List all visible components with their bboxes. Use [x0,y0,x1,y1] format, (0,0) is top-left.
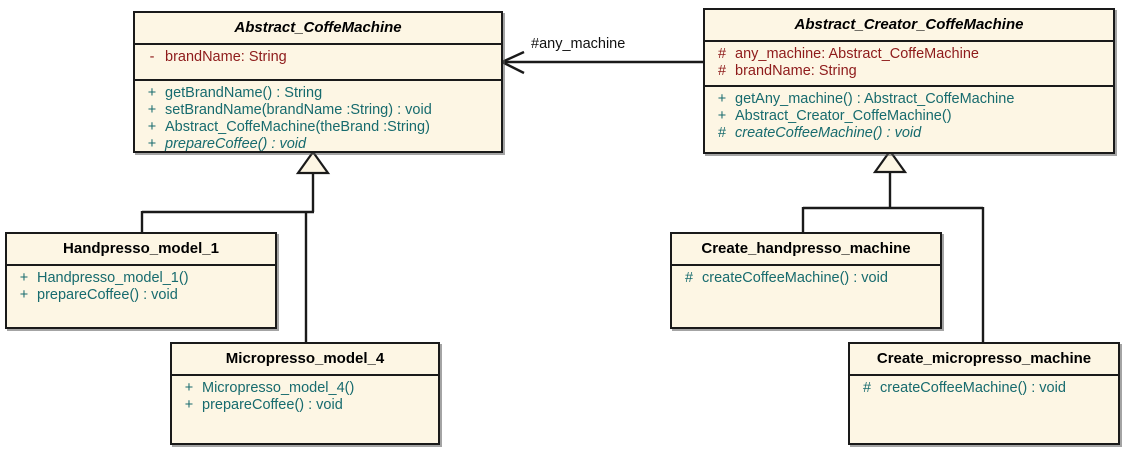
operation-text: Abstract_CoffeMachine(theBrand :String) [165,119,430,135]
operation-row: + getBrandName() : String [135,85,501,102]
visibility-marker: + [147,136,157,152]
association-label-any-machine: #any_machine [531,36,626,52]
operation-row: + getAny_machine() : Abstract_CoffeMachi… [705,91,1113,108]
class-name-create-micropresso-machine: Create_micropresso_machine [850,344,1118,376]
visibility-marker: # [717,63,727,79]
visibility-marker: + [147,119,157,135]
class-name-micropresso-model-4: Micropresso_model_4 [172,344,438,376]
operation-text: getAny_machine() : Abstract_CoffeMachine [735,91,1015,107]
operation-row: # createCoffeeMachine() : void [672,270,940,287]
operation-row: + prepareCoffee() : void [7,287,275,304]
class-name-abstract-coffemachine: Abstract_CoffeMachine [135,13,501,45]
class-box-create-handpresso-machine[interactable]: Create_handpresso_machine # createCoffee… [670,232,942,329]
attribute-text: brandName: String [165,49,287,65]
operation-text: prepareCoffee() : void [165,136,307,152]
operation-compartment: + Micropresso_model_4() + prepareCoffee(… [172,376,438,419]
class-box-abstract-creator-coffemachine[interactable]: Abstract_Creator_CoffeMachine # any_mach… [703,8,1115,154]
operation-row: + Abstract_Creator_CoffeMachine() [705,108,1113,125]
operation-row: + Micropresso_model_4() [172,380,438,397]
operation-text: Abstract_Creator_CoffeMachine() [735,108,952,124]
visibility-marker: + [147,102,157,118]
visibility-marker: # [684,270,694,286]
operation-row: + prepareCoffee() : void [172,397,438,414]
operation-row: + setBrandName(brandName :String) : void [135,102,501,119]
class-box-handpresso-model-1[interactable]: Handpresso_model_1 + Handpresso_model_1(… [5,232,277,329]
visibility-marker: + [717,91,727,107]
attribute-compartment: - brandName: String [135,45,501,81]
operation-text: setBrandName(brandName :String) : void [165,102,432,118]
attribute-row: # any_machine: Abstract_CoffeMachine [705,46,1113,63]
generalization-triangle-icon [872,149,908,174]
operation-text: createCoffeeMachine() : void [880,380,1066,396]
operation-text: getBrandName() : String [165,85,323,101]
class-box-create-micropresso-machine[interactable]: Create_micropresso_machine # createCoffe… [848,342,1120,445]
operation-compartment: # createCoffeeMachine() : void [672,266,940,292]
visibility-marker: + [19,270,29,286]
class-name-handpresso-model-1: Handpresso_model_1 [7,234,275,266]
operation-row: + prepareCoffee() : void [135,136,501,153]
class-name-create-handpresso-machine: Create_handpresso_machine [672,234,940,266]
class-box-micropresso-model-4[interactable]: Micropresso_model_4 + Micropresso_model_… [170,342,440,445]
operation-compartment: + getAny_machine() : Abstract_CoffeMachi… [705,87,1113,147]
operation-row: # createCoffeeMachine() : void [705,125,1113,142]
class-name-abstract-creator-coffemachine: Abstract_Creator_CoffeMachine [705,10,1113,42]
operation-compartment: + Handpresso_model_1() + prepareCoffee()… [7,266,275,309]
operation-text: prepareCoffee() : void [202,397,343,413]
operation-compartment: + getBrandName() : String + setBrandName… [135,81,501,158]
operation-text: Handpresso_model_1() [37,270,189,286]
open-arrowhead-icon [499,50,525,75]
visibility-marker: + [717,108,727,124]
operation-row: + Handpresso_model_1() [7,270,275,287]
operation-text: createCoffeeMachine() : void [735,125,922,141]
attribute-text: any_machine: Abstract_CoffeMachine [735,46,979,62]
visibility-marker: # [717,125,727,141]
operation-text: createCoffeeMachine() : void [702,270,888,286]
class-box-abstract-coffemachine[interactable]: Abstract_CoffeMachine - brandName: Strin… [133,11,503,153]
operation-row: # createCoffeeMachine() : void [850,380,1118,397]
attribute-row: # brandName: String [705,63,1113,80]
visibility-marker: + [147,85,157,101]
visibility-marker: # [862,380,872,396]
operation-text: prepareCoffee() : void [37,287,178,303]
visibility-marker: + [184,380,194,396]
attribute-text: brandName: String [735,63,857,79]
operation-text: Micropresso_model_4() [202,380,355,396]
attribute-compartment: # any_machine: Abstract_CoffeMachine # b… [705,42,1113,87]
visibility-marker: - [149,49,155,65]
visibility-marker: # [717,46,727,62]
operation-compartment: # createCoffeeMachine() : void [850,376,1118,402]
visibility-marker: + [19,287,29,303]
association-any-machine-edge [499,50,703,75]
attribute-row: - brandName: String [135,49,501,66]
visibility-marker: + [184,397,194,413]
operation-row: + Abstract_CoffeMachine(theBrand :String… [135,119,501,136]
